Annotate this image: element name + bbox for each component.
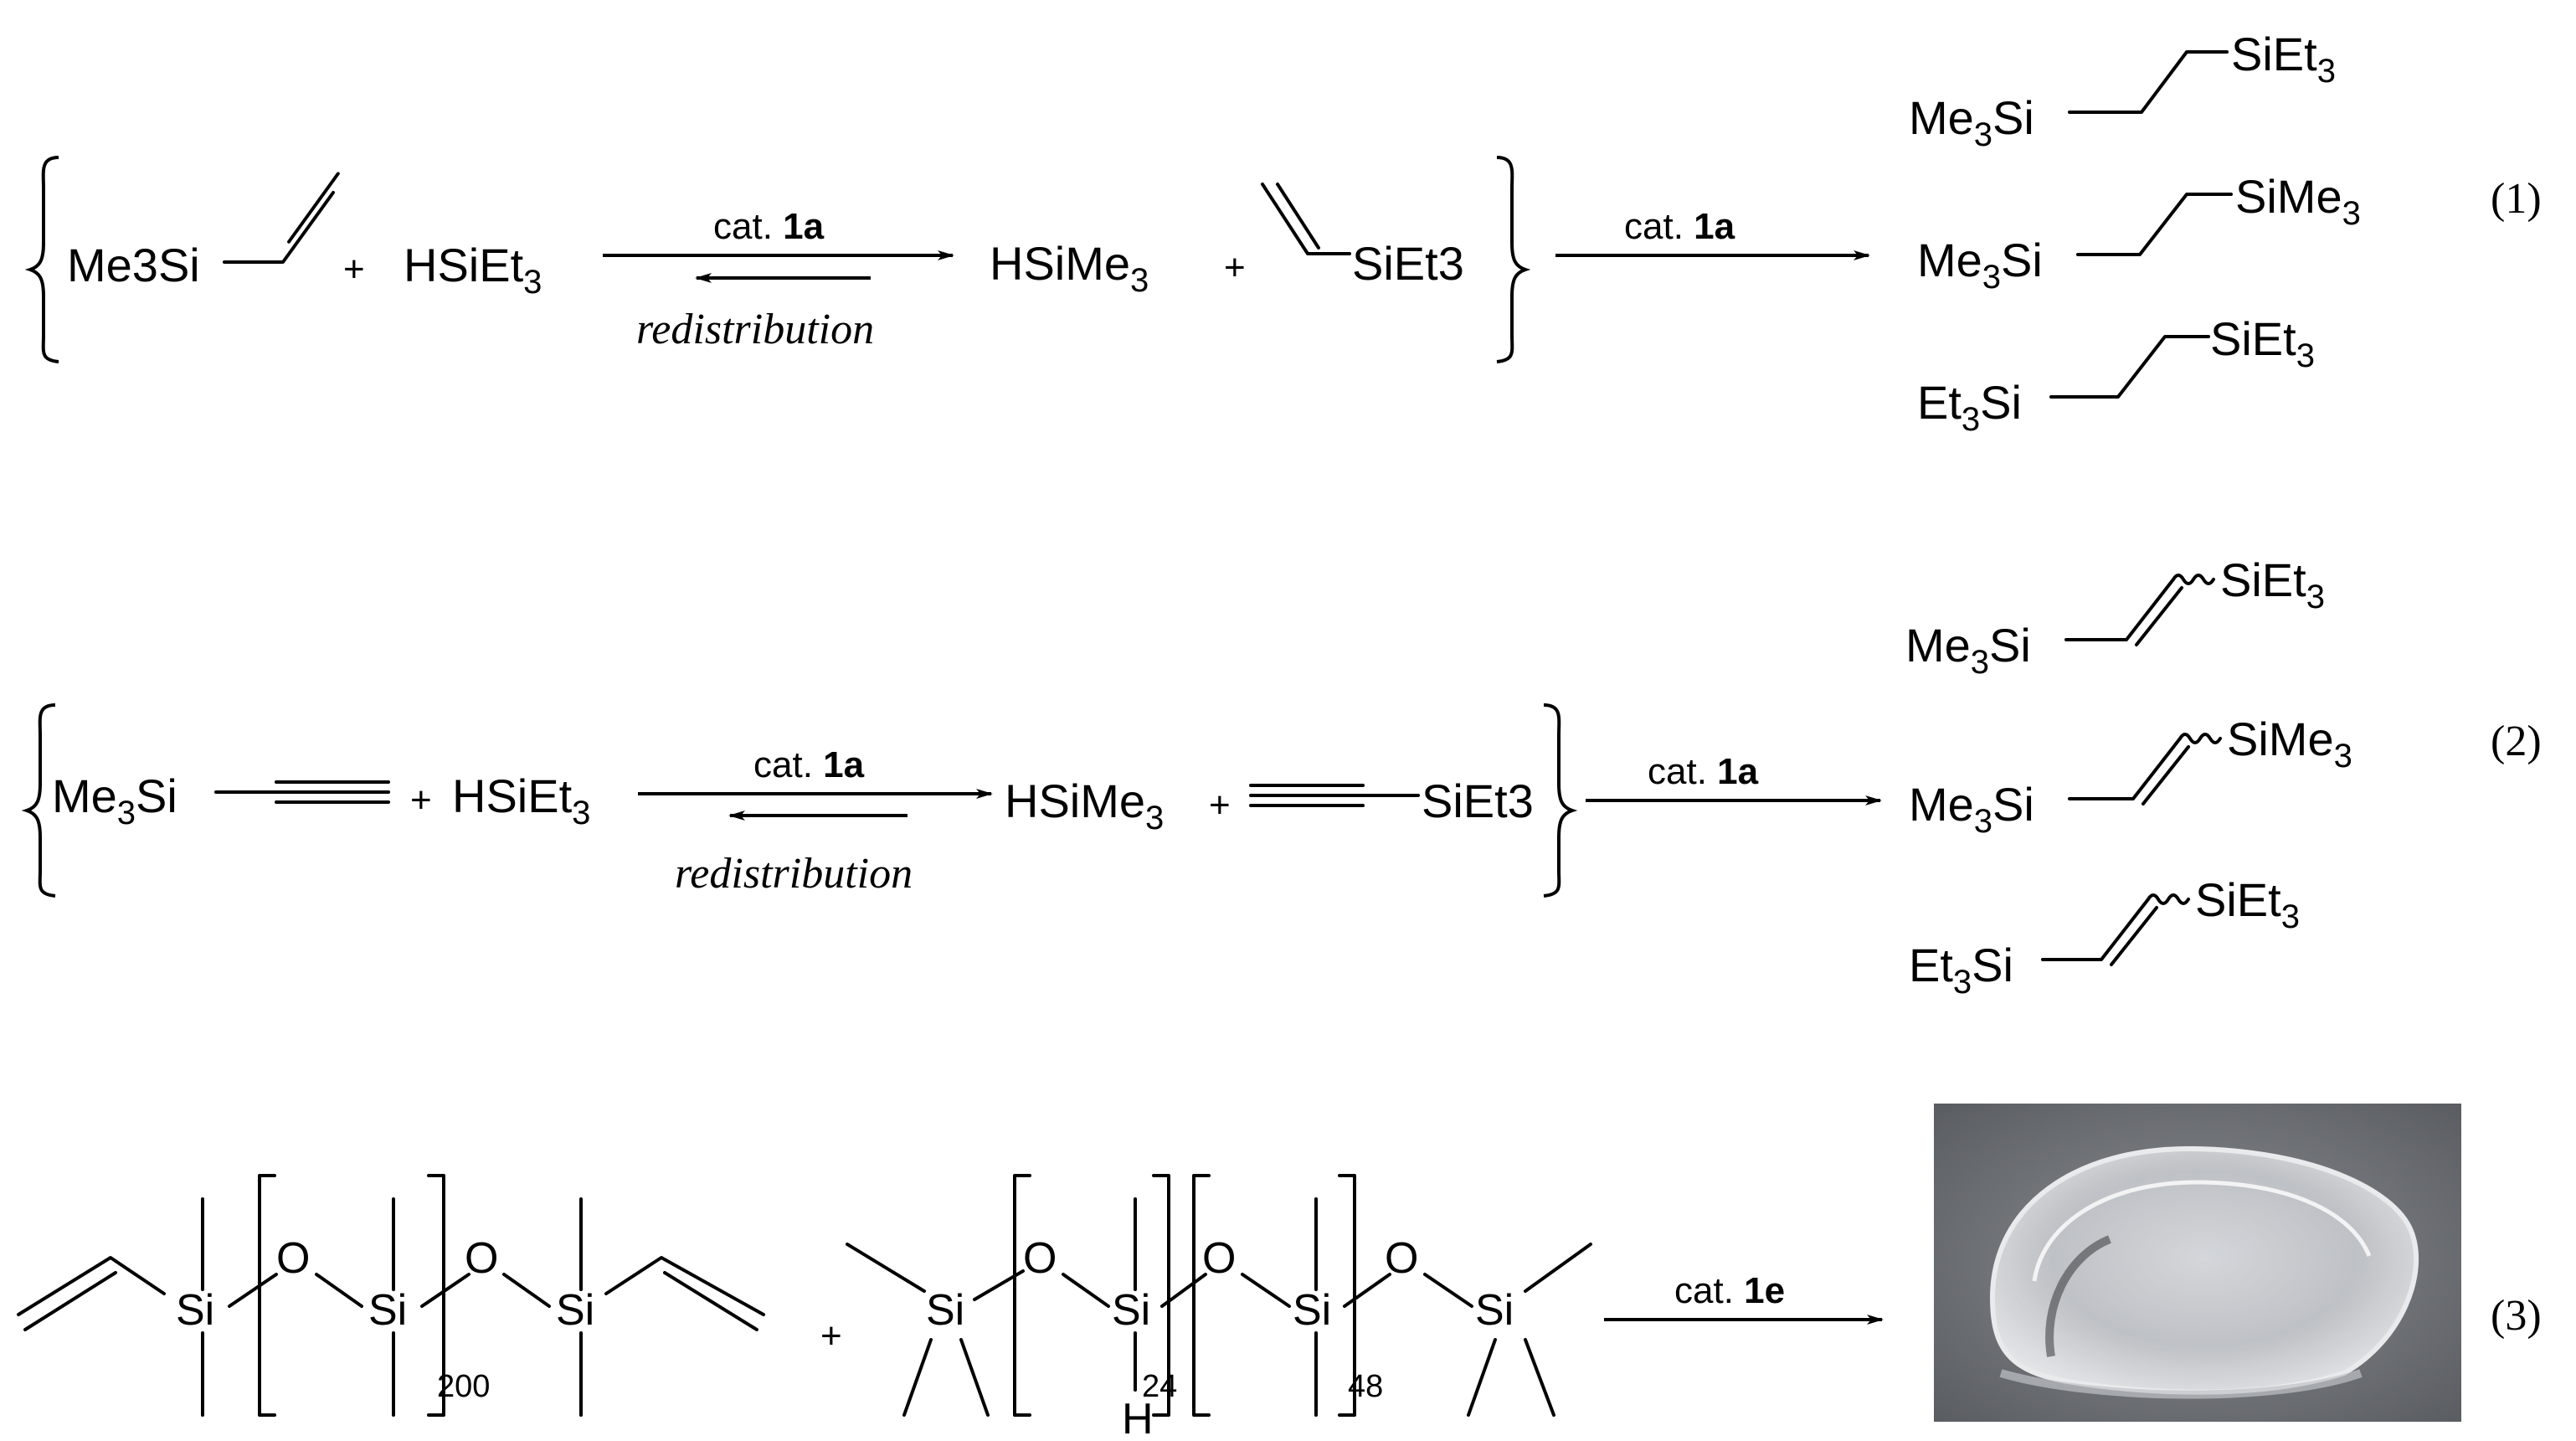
svg-text:SiEt3: SiEt3 [2231,28,2336,90]
r2-product-2: Me3Si SiMe3 [1909,713,2352,840]
svg-text:Et3Si: Et3Si [1909,939,2013,1001]
r1-catalyst2-label: cat. 1a [1624,206,1735,247]
svg-text:O: O [276,1234,310,1283]
r2-equation-number: (2) [2491,718,2542,765]
reaction-1: Me3Si + HSiEt3 cat. 1a redistribution HS… [24,28,2542,438]
r2-plus-1: + [410,780,432,821]
svg-text:200: 200 [437,1369,490,1404]
svg-text:Et3Si: Et3Si [1917,376,2022,438]
r1-reactant-b: HSiEt3 [404,239,542,301]
right-brace-2 [1543,703,1578,898]
svg-text:SiMe3: SiMe3 [2227,713,2352,775]
r1-product-1: Me3Si SiEt3 [1909,28,2336,153]
r1-reactant-a: Me3Si [67,239,200,291]
svg-text:Si: Si [1475,1286,1514,1335]
svg-text:H: H [1122,1395,1154,1441]
svg-text:O: O [1385,1234,1418,1283]
r2-intermediate-b: SiEt3 [1422,775,1534,827]
svg-text:SiMe3: SiMe3 [2235,170,2361,232]
svg-text:O: O [1023,1234,1057,1283]
r2-catalyst2-label: cat. 1a [1648,751,1759,792]
r1-plus-1: + [343,249,365,290]
r1-intermediate-b: SiEt3 [1352,237,1464,290]
r3-plus: + [820,1315,842,1356]
r1-product-2: Me3Si SiMe3 [1917,170,2361,296]
r2-alkyne-bond [214,780,390,804]
r2-reactant-a: Me3Si [52,769,177,831]
r1-intermediate-a: HSiMe3 [990,237,1149,299]
svg-text:SiEt3: SiEt3 [2220,553,2325,615]
svg-text:Me3Si: Me3Si [1909,91,2034,153]
r2-plus-2: + [1209,785,1231,826]
r1-product-3: Et3Si SiEt3 [1917,312,2315,438]
r3-catalyst-label: cat. 1e [1674,1270,1785,1311]
cured-gel-photo [1934,1104,2461,1422]
svg-text:O: O [465,1234,498,1283]
r1-plus-2: + [1224,247,1246,288]
r1-redistribution-label: redistribution [636,306,874,353]
r3-hydride-pdms: Si O Si H 24 O Si 48 O Si [846,1174,1592,1441]
r2-product-3: Et3Si SiEt3 [1909,873,2300,1001]
reaction-2: Me3Si + HSiEt3 cat. 1a redistribution HS… [21,553,2542,1001]
right-brace-1 [1496,156,1531,363]
svg-text:Si: Si [1293,1286,1331,1335]
svg-text:O: O [1202,1234,1236,1283]
r2-reactant-b: HSiEt3 [452,769,590,831]
r2-product-1: Me3Si SiEt3 [1905,553,2325,681]
svg-text:Me3Si: Me3Si [1917,234,2043,296]
r2-intermediate-a: HSiMe3 [1005,775,1164,836]
r2-catalyst-label: cat. 1a [753,744,865,785]
svg-text:Si: Si [1112,1286,1150,1335]
svg-text:48: 48 [1348,1369,1383,1404]
svg-text:Me3Si: Me3Si [1909,778,2034,840]
r1-catalyst-label: cat. 1a [713,206,825,247]
r3-vinyl-pdms: Si O Si 200 O Si [17,1174,765,1417]
left-brace-1 [24,156,59,363]
svg-text:Si: Si [556,1286,594,1335]
svg-text:Si: Si [368,1286,407,1335]
r1-vinyl-bond [223,191,335,264]
r3-equation-number: (3) [2491,1292,2542,1340]
svg-text:Me3Si: Me3Si [1905,619,2031,681]
svg-text:Si: Si [176,1286,214,1335]
svg-text:Si: Si [926,1286,964,1335]
svg-text:SiEt3: SiEt3 [2210,312,2315,374]
left-brace-2 [21,703,56,898]
r2-alkyne-silane-bond [1249,784,1420,807]
r2-redistribution-label: redistribution [675,850,913,898]
svg-text:SiEt3: SiEt3 [2195,873,2300,935]
svg-text:24: 24 [1142,1369,1177,1404]
r1-vinyl-silane-bond [1261,183,1351,255]
r1-equation-number: (1) [2491,175,2542,223]
reaction-3: Si O Si 200 O Si + [17,1104,2542,1441]
